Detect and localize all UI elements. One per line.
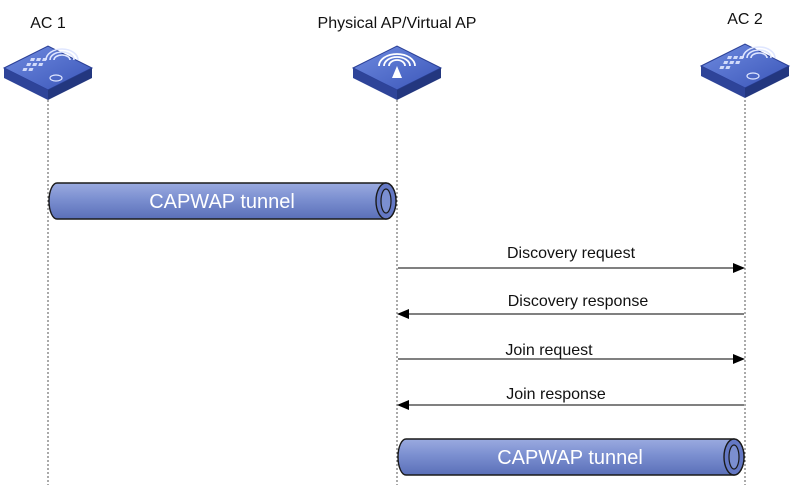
node-label-ac2: AC 2 <box>727 11 763 28</box>
capwap-tunnel-ap-ac2: CAPWAP tunnel <box>397 438 745 476</box>
access-controller-icon <box>2 45 94 100</box>
message-label: Join response <box>506 386 606 403</box>
message-join-response: Join response <box>397 386 744 410</box>
tunnel-label-1: CAPWAP tunnel <box>149 191 295 213</box>
access-controller-icon <box>699 43 791 98</box>
message-join-request: Join request <box>398 342 745 364</box>
tunnel-label-2: CAPWAP tunnel <box>497 447 643 469</box>
message-label: Discovery request <box>507 245 636 262</box>
message-label: Join request <box>505 342 593 359</box>
wireless-ap-icon <box>351 45 443 100</box>
capwap-tunnel-ac1-ap: CAPWAP tunnel <box>48 182 397 220</box>
message-discovery-request: Discovery request <box>398 245 745 273</box>
node-label-ac1: AC 1 <box>30 15 66 32</box>
node-label-ap: Physical AP/Virtual AP <box>318 15 477 32</box>
message-discovery-response: Discovery response <box>397 293 744 319</box>
message-label: Discovery response <box>508 293 649 310</box>
